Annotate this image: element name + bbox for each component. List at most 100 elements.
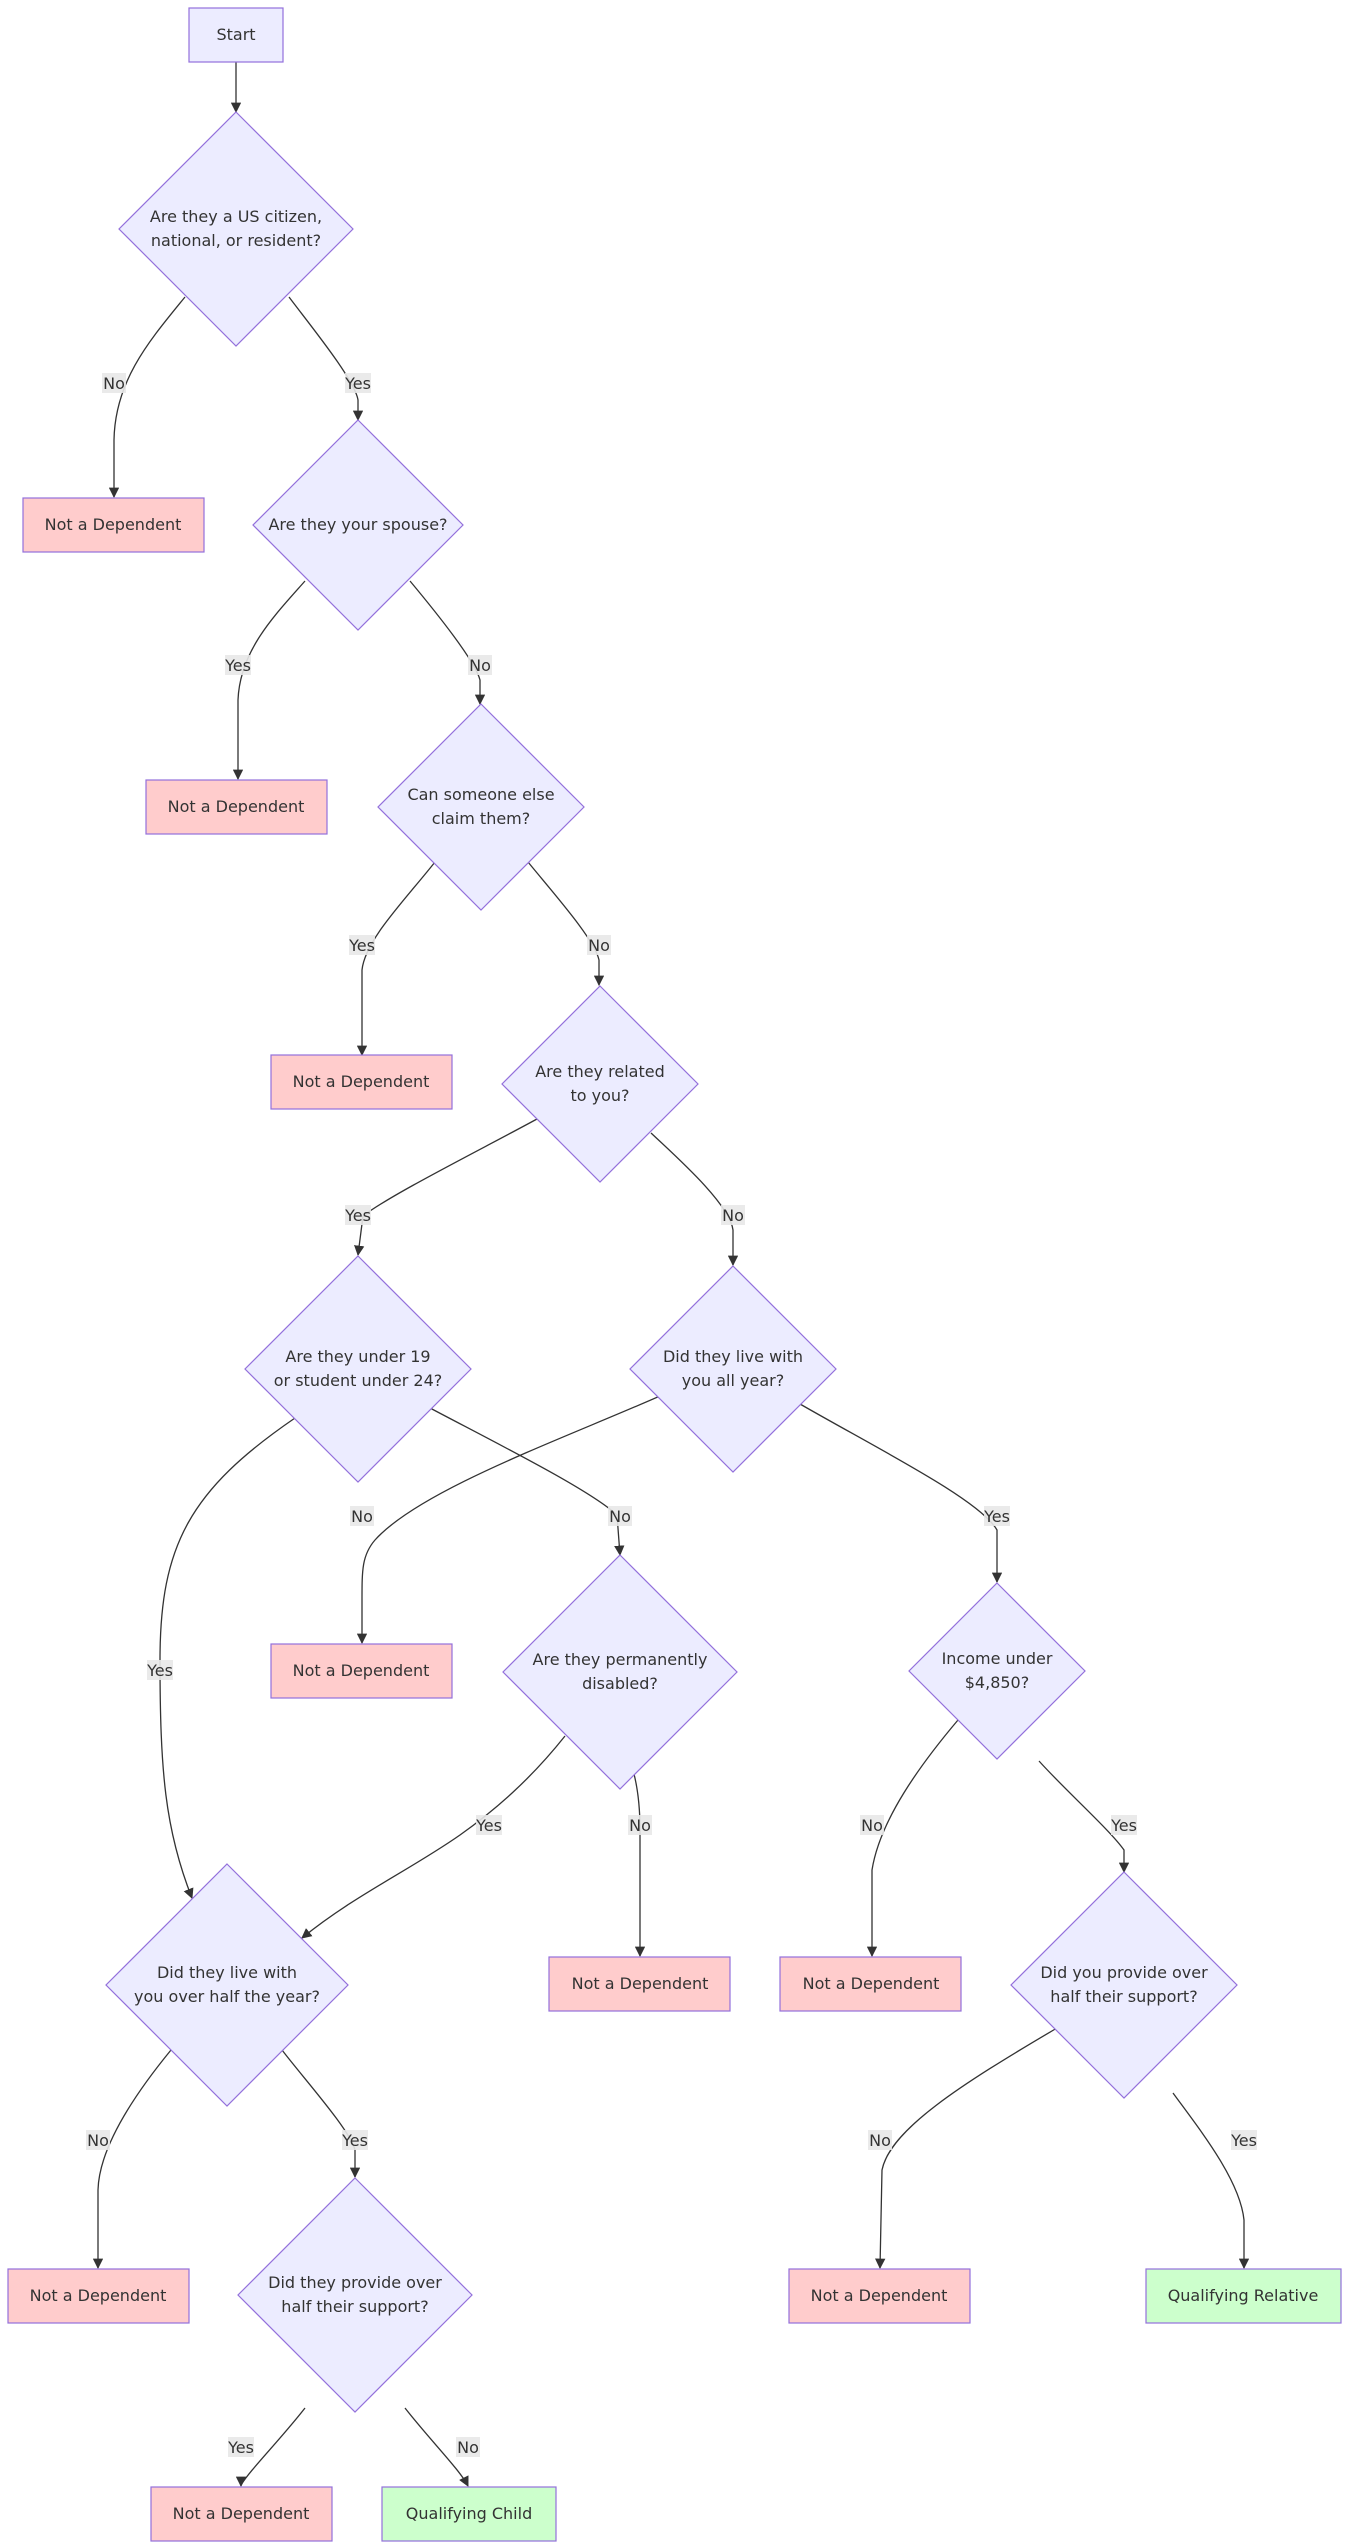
related-question-line1: Are they related — [535, 1062, 665, 1081]
label-under19-no: No — [609, 1507, 631, 1526]
label-yousupport-yes: Yes — [1230, 2131, 1257, 2150]
edge-related-no — [650, 1132, 739, 1267]
live-all-year-question-line2: you all year? — [682, 1371, 784, 1390]
edge-halfyear-yes — [281, 2049, 361, 2179]
label-allyear-yes: Yes — [983, 1507, 1010, 1526]
spouse-decision: Are they your spouse? — [252, 419, 464, 631]
live-half-year-decision: Did they live with you over half the yea… — [105, 1863, 349, 2107]
not-dependent-node: Not a Dependent — [22, 497, 205, 553]
live-all-year-question-line1: Did they live with — [663, 1347, 803, 1366]
start-label: Start — [216, 25, 255, 44]
edge-yousupport-no — [874, 2027, 1058, 2270]
not-dependent-node: Not a Dependent — [145, 779, 328, 835]
label-halfyear-yes: Yes — [341, 2131, 368, 2150]
label-disabled-no: No — [629, 1816, 651, 1835]
someone-else-question-line2: claim them? — [432, 809, 531, 828]
income-question-line2: $4,850? — [965, 1673, 1029, 1692]
not-dependent-node: Not a Dependent — [270, 1054, 453, 1110]
not-dependent-label: Not a Dependent — [293, 1661, 430, 1680]
edge-spouse-no — [409, 580, 486, 706]
edge-yousupport-yes — [1172, 2092, 1250, 2270]
label-someone-no: No — [588, 936, 610, 955]
edges — [92, 62, 1250, 2488]
you-support-decision: Did you provide over half their support? — [1010, 1871, 1238, 2099]
not-dependent-node: Not a Dependent — [7, 2268, 190, 2324]
edge-under19-yes — [159, 1417, 296, 1899]
related-question-line2: to you? — [570, 1086, 629, 1105]
spouse-question: Are they your spouse? — [268, 515, 447, 534]
disabled-question-line2: disabled? — [582, 1674, 658, 1693]
qualifying-relative-node: Qualifying Relative — [1145, 2268, 1342, 2324]
not-dependent-label: Not a Dependent — [572, 1974, 709, 1993]
edge-citizen-yes — [288, 296, 364, 422]
they-support-question-line2: half their support? — [281, 2297, 428, 2316]
edge-allyear-no — [356, 1395, 661, 1645]
disabled-decision: Are they permanently disabled? — [502, 1554, 738, 1790]
edge-halfyear-no — [92, 2049, 172, 2270]
label-halfyear-no: No — [87, 2131, 109, 2150]
not-dependent-label: Not a Dependent — [293, 1072, 430, 1091]
edge-income-no — [866, 1719, 959, 1958]
edge-under19-no — [429, 1407, 625, 1557]
qualifying-child-node: Qualifying Child — [381, 2486, 557, 2542]
edge-disabled-no — [633, 1773, 646, 1958]
income-decision: Income under $4,850? — [908, 1582, 1086, 1760]
edge-income-yes — [1038, 1760, 1130, 1874]
disabled-question-line1: Are they permanently — [533, 1650, 708, 1669]
someone-else-decision: Can someone else claim them? — [377, 703, 585, 911]
citizen-question-line2: national, or resident? — [151, 231, 321, 250]
not-dependent-label: Not a Dependent — [803, 1974, 940, 1993]
they-support-decision: Did they provide over half their support… — [237, 2177, 473, 2413]
not-dependent-label: Not a Dependent — [168, 797, 305, 816]
label-allyear-no: No — [351, 1507, 373, 1526]
edge-labels: No Yes Yes No Yes No Yes No No No Yes Ye… — [86, 373, 1257, 2457]
live-half-year-question-line2: you over half the year? — [134, 1987, 320, 2006]
not-dependent-node: Not a Dependent — [270, 1643, 453, 1699]
income-question-line1: Income under — [942, 1649, 1053, 1668]
not-dependent-node: Not a Dependent — [548, 1956, 731, 2012]
label-under19-yes: Yes — [146, 1661, 173, 1680]
label-yousupport-no: No — [869, 2131, 891, 2150]
nodes: Start Are they a US citizen, national, o… — [7, 7, 1342, 2542]
not-dependent-label: Not a Dependent — [45, 515, 182, 534]
edge-someone-no — [527, 861, 605, 987]
you-support-question-line1: Did you provide over — [1040, 1963, 1208, 1982]
label-someone-yes: Yes — [348, 936, 375, 955]
label-spouse-no: No — [469, 656, 491, 675]
label-spouse-yes: Yes — [224, 656, 251, 675]
label-theysupport-no: No — [457, 2438, 479, 2457]
edge-theysupport-no — [404, 2407, 469, 2487]
label-related-yes: Yes — [344, 1206, 371, 1225]
label-disabled-yes: Yes — [475, 1816, 502, 1835]
edge-someone-yes — [356, 861, 436, 1057]
not-dependent-node: Not a Dependent — [150, 2486, 333, 2542]
live-all-year-decision: Did they live with you all year? — [629, 1265, 837, 1473]
label-theysupport-yes: Yes — [227, 2438, 254, 2457]
label-related-no: No — [722, 1206, 744, 1225]
qualifying-relative-label: Qualifying Relative — [1168, 2286, 1319, 2305]
not-dependent-label: Not a Dependent — [173, 2504, 310, 2523]
label-income-no: No — [861, 1816, 883, 1835]
under19-decision: Are they under 19 or student under 24? — [244, 1255, 472, 1483]
under19-question-line2: or student under 24? — [274, 1371, 443, 1390]
not-dependent-label: Not a Dependent — [30, 2286, 167, 2305]
label-income-yes: Yes — [1110, 1816, 1137, 1835]
under19-question-line1: Are they under 19 — [285, 1347, 430, 1366]
someone-else-question-line1: Can someone else — [407, 785, 554, 804]
start-node: Start — [188, 7, 284, 63]
qualifying-child-label: Qualifying Child — [406, 2504, 532, 2523]
you-support-question-line2: half their support? — [1050, 1987, 1197, 2006]
edge-allyear-yes — [799, 1403, 1003, 1584]
not-dependent-label: Not a Dependent — [811, 2286, 948, 2305]
edge-related-yes — [354, 1118, 538, 1257]
edge-spouse-yes — [232, 580, 306, 781]
citizen-question-line1: Are they a US citizen, — [150, 207, 322, 226]
they-support-question-line1: Did they provide over — [268, 2273, 442, 2292]
live-half-year-question-line1: Did they live with — [157, 1963, 297, 1982]
related-decision: Are they related to you? — [501, 985, 699, 1183]
edge-disabled-yes — [301, 1735, 566, 1939]
edge-citizen-no — [108, 296, 186, 499]
label-citizen-no: No — [103, 374, 125, 393]
citizen-decision: Are they a US citizen, national, or resi… — [118, 111, 354, 347]
